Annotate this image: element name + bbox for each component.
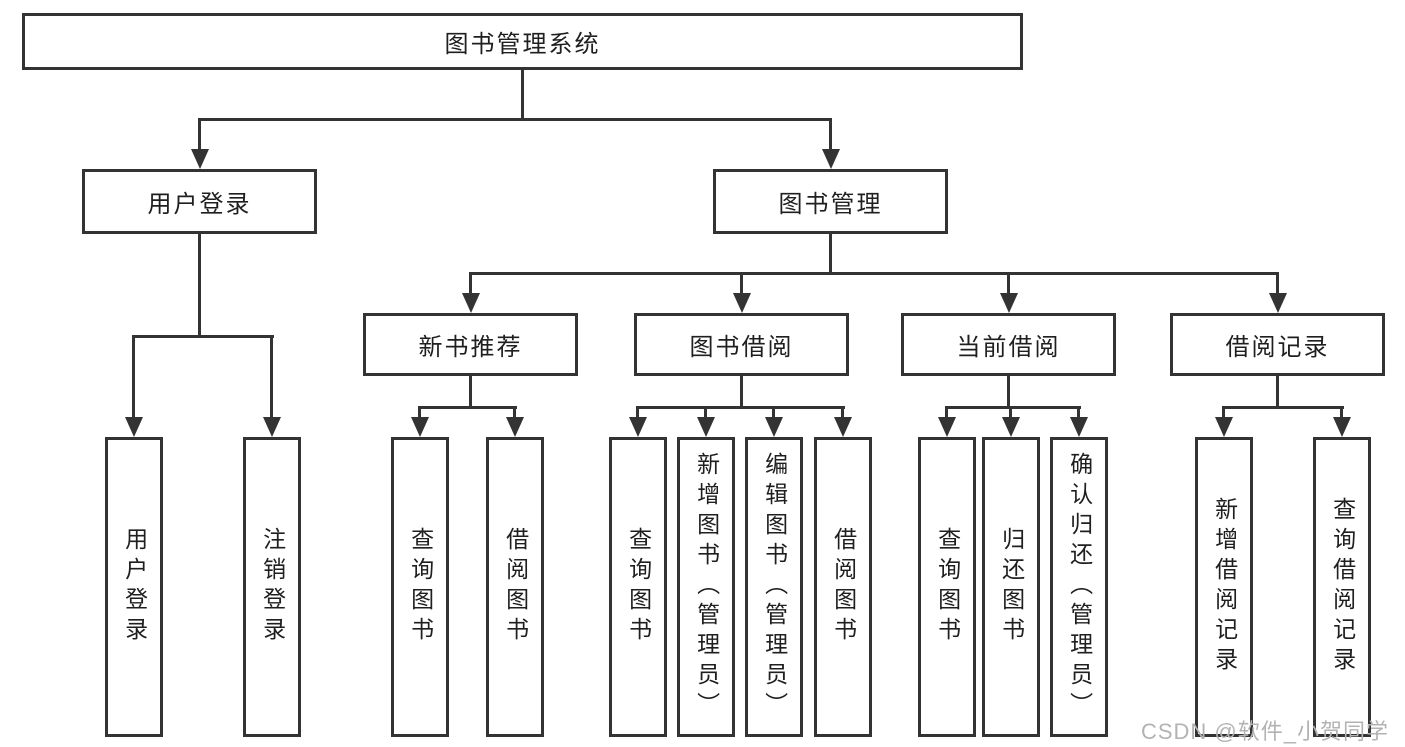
node-library-system: 图书管理系统: [22, 13, 1023, 70]
arrow-to-user-login-branch: [198, 119, 201, 149]
node-query-book-3: 查询图书: [918, 437, 976, 737]
node-label: 确认归还（管理员）: [1066, 452, 1093, 722]
connector-root-hline: [198, 118, 832, 121]
arrow-borrowrecord-query: [1340, 407, 1343, 417]
connector-mgmt-stem: [829, 232, 832, 274]
connector-login-hline: [132, 335, 274, 338]
node-label: 查询借阅记录: [1329, 497, 1356, 677]
arrow-to-new-book-recommend: [469, 273, 472, 293]
node-user-login-branch: 用户登录: [82, 169, 317, 234]
connector-borrowrecord-hline: [1222, 406, 1344, 409]
arrow-to-current-borrow: [1007, 273, 1010, 293]
node-label: 借阅图书: [502, 527, 529, 647]
node-label: 图书借阅: [689, 334, 794, 361]
connector-currentborrow-stem: [1007, 374, 1010, 409]
node-label: 查询图书: [934, 527, 961, 647]
node-book-management: 图书管理: [713, 169, 948, 234]
node-borrow-book-1: 借阅图书: [486, 437, 544, 737]
node-label: 当前借阅: [956, 334, 1061, 361]
connector-newbook-hline: [418, 406, 517, 409]
arrow-borrowrecord-add: [1222, 407, 1225, 417]
node-label: 新增图书（管理员）: [693, 452, 720, 722]
node-new-book-recommend: 新书推荐: [363, 313, 578, 376]
node-confirm-return-admin: 确认归还（管理员）: [1050, 437, 1108, 737]
connector-mgmt-hline: [469, 272, 1279, 275]
node-label: 借阅图书: [830, 527, 857, 647]
arrow-newbook-query: [418, 407, 421, 417]
node-book-borrow: 图书借阅: [634, 313, 849, 376]
node-query-book-1: 查询图书: [391, 437, 449, 737]
node-query-book-2: 查询图书: [609, 437, 667, 737]
node-label: 查询图书: [407, 527, 434, 647]
arrow-bookborrow-query: [636, 407, 639, 417]
arrow-currentborrow-query: [945, 407, 948, 417]
arrow-to-book-management: [829, 119, 832, 149]
connector-bookborrow-stem: [740, 374, 743, 409]
node-borrow-record: 借阅记录: [1170, 313, 1385, 376]
arrow-to-book-borrow: [740, 273, 743, 293]
node-label: 图书管理: [778, 191, 883, 218]
connector-bookborrow-hline: [636, 406, 845, 409]
node-query-borrow-record: 查询借阅记录: [1313, 437, 1371, 737]
connector-root-stem: [521, 70, 524, 120]
connector-borrowrecord-stem: [1276, 374, 1279, 409]
arrow-currentborrow-return: [1009, 407, 1012, 417]
connector-currentborrow-hline: [945, 406, 1081, 409]
arrow-to-user-login-leaf: [132, 336, 135, 417]
arrow-currentborrow-confirm: [1077, 407, 1080, 417]
node-label: 新增借阅记录: [1211, 497, 1238, 677]
node-label: 用户登录: [121, 527, 148, 647]
node-label: 新书推荐: [418, 334, 523, 361]
node-borrow-book-2: 借阅图书: [814, 437, 872, 737]
connector-newbook-stem: [469, 374, 472, 409]
node-label: 借阅记录: [1225, 334, 1330, 361]
arrow-bookborrow-borrow: [841, 407, 844, 417]
watermark: CSDN @软件_小贺同学: [1140, 719, 1389, 744]
node-label: 归还图书: [998, 527, 1025, 647]
arrow-bookborrow-edit: [772, 407, 775, 417]
node-return-book: 归还图书: [982, 437, 1040, 737]
connector-login-stem: [198, 232, 201, 337]
arrow-to-borrow-record: [1276, 273, 1279, 293]
node-label: 编辑图书（管理员）: [761, 452, 788, 722]
arrow-newbook-borrow: [513, 407, 516, 417]
arrow-to-logout-leaf: [270, 336, 273, 417]
node-label: 图书管理系统: [444, 31, 601, 58]
node-edit-book-admin: 编辑图书（管理员）: [745, 437, 803, 737]
node-label: 查询图书: [625, 527, 652, 647]
node-label: 注销登录: [259, 527, 286, 647]
node-label: 用户登录: [147, 191, 252, 218]
node-add-borrow-record: 新增借阅记录: [1195, 437, 1253, 737]
node-logout-leaf: 注销登录: [243, 437, 301, 737]
node-user-login-leaf: 用户登录: [105, 437, 163, 737]
arrow-bookborrow-add: [704, 407, 707, 417]
node-add-book-admin: 新增图书（管理员）: [677, 437, 735, 737]
node-current-borrow: 当前借阅: [901, 313, 1116, 376]
